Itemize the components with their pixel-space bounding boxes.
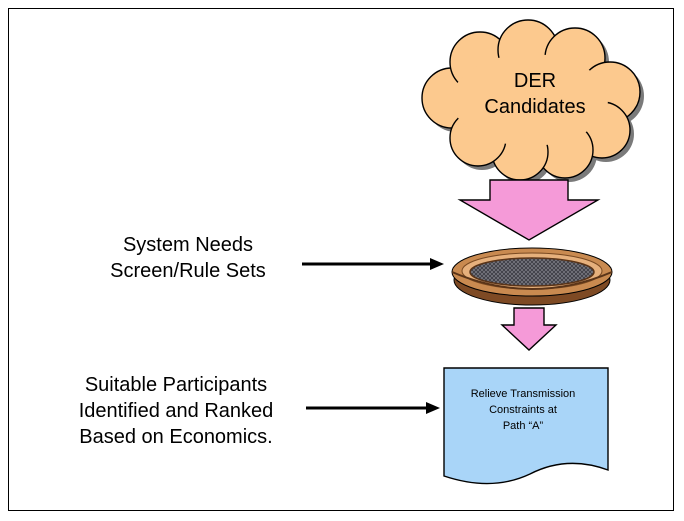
system-needs-line2: Screen/Rule Sets <box>110 260 266 282</box>
arrow-right-icon <box>306 402 440 414</box>
cloud-label-line2: Candidates <box>484 96 586 118</box>
system-needs-line1: System Needs <box>122 234 254 256</box>
arrow-down-icon <box>457 179 601 241</box>
sieve-icon <box>451 247 613 306</box>
participants-line2: Identified and Ranked <box>78 400 274 422</box>
cloud-label-line1: DER <box>513 70 557 92</box>
document-shape <box>443 367 609 485</box>
arrow-right-icon <box>302 258 444 270</box>
participants-line1: Suitable Participants <box>84 374 268 396</box>
participants-label: Suitable Participants Identified and Ran… <box>56 372 296 450</box>
cloud-fill-core <box>452 54 608 146</box>
document-line1: Relieve Transmission <box>470 388 576 400</box>
document-line2: Constraints at <box>489 404 557 416</box>
cloud-label: DER Candidates <box>460 68 610 120</box>
participants-line3: Based on Economics. <box>79 426 273 448</box>
arrow-down-small-icon <box>500 307 558 351</box>
system-needs-label: System Needs Screen/Rule Sets <box>98 232 278 284</box>
document-label: Relieve Transmission Constraints at Path… <box>448 386 598 434</box>
document-line3: Path “A” <box>502 420 544 432</box>
